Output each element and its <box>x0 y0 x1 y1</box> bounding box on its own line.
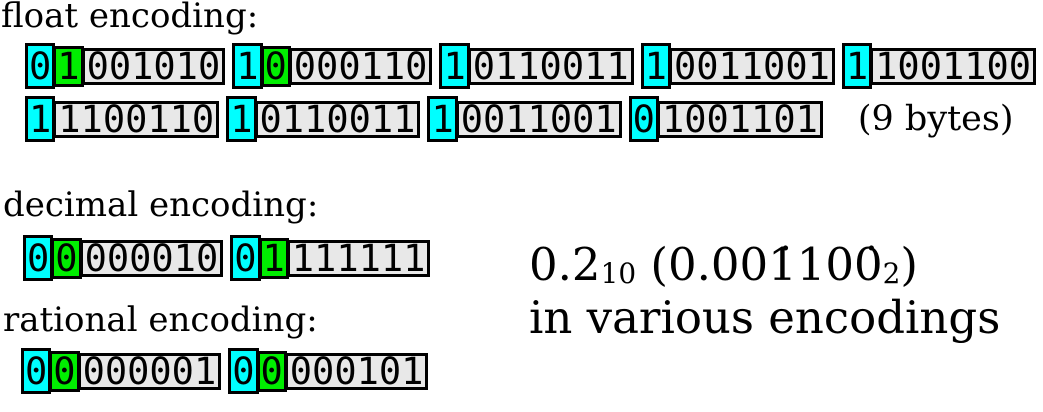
first-bit-cell: 0 <box>228 348 259 394</box>
binary-repeating-digits: 1̇100̇ <box>768 238 883 291</box>
first-bit-cell: 1 <box>439 43 470 89</box>
remaining-bits-cell: 000010 <box>79 239 224 277</box>
binary-value-open: (0.00 <box>636 238 769 291</box>
second-bit-cell: 1 <box>53 45 84 87</box>
second-bit-cell: 0 <box>260 45 291 87</box>
remaining-bits-cell: 000101 <box>284 352 429 390</box>
first-bit-cell: 0 <box>21 348 52 394</box>
first-bit-cell: 0 <box>23 235 54 281</box>
remaining-bits-cell: 0110011 <box>467 47 634 85</box>
first-bit-cell: 1 <box>427 96 458 142</box>
first-bit-cell: 1 <box>232 43 263 89</box>
value-caption: 0.210 (0.001̇100̇2) in various encodings <box>529 241 1000 341</box>
remaining-bits-cell: 0011001 <box>668 47 835 85</box>
second-bit-cell: 0 <box>256 350 287 392</box>
first-bit-cell: 0 <box>628 96 659 142</box>
second-bit-cell: 0 <box>51 237 82 279</box>
byte-count-note: (9 bytes) <box>857 99 1014 139</box>
remaining-bits-cell: 111111 <box>286 239 431 277</box>
remaining-bits-cell: 000001 <box>77 352 222 390</box>
remaining-bits-cell: 001010 <box>81 47 226 85</box>
second-bit-cell: 1 <box>258 237 289 279</box>
remaining-bits-cell: 1001101 <box>656 100 823 138</box>
first-bit-cell: 1 <box>841 43 873 89</box>
first-bit-cell: 1 <box>640 43 671 89</box>
second-bit-cell: 0 <box>49 350 80 392</box>
binary-base-subscript: 2 <box>882 257 901 291</box>
remaining-bits-cell: 0110011 <box>254 100 421 138</box>
remaining-bits-cell: 1001100 <box>870 47 1037 85</box>
rational-encoding-label: rational encoding: <box>3 300 318 340</box>
remaining-bits-cell: 0011001 <box>455 100 622 138</box>
decimal-base-subscript: 10 <box>600 257 637 291</box>
first-bit-cell: 1 <box>25 96 56 142</box>
binary-value-close: ) <box>900 238 918 291</box>
remaining-bits-cell: 1100110 <box>53 100 220 138</box>
decimal-value: 0.2 <box>529 238 601 291</box>
decimal-encoding-label: decimal encoding: <box>3 185 319 225</box>
first-bit-cell: 0 <box>230 235 261 281</box>
float-encoding-label: float encoding: <box>1 0 259 36</box>
remaining-bits-cell: 000110 <box>288 47 433 85</box>
first-bit-cell: 0 <box>25 43 56 89</box>
first-bit-cell: 1 <box>226 96 257 142</box>
caption-line2: in various encodings <box>529 291 1001 344</box>
